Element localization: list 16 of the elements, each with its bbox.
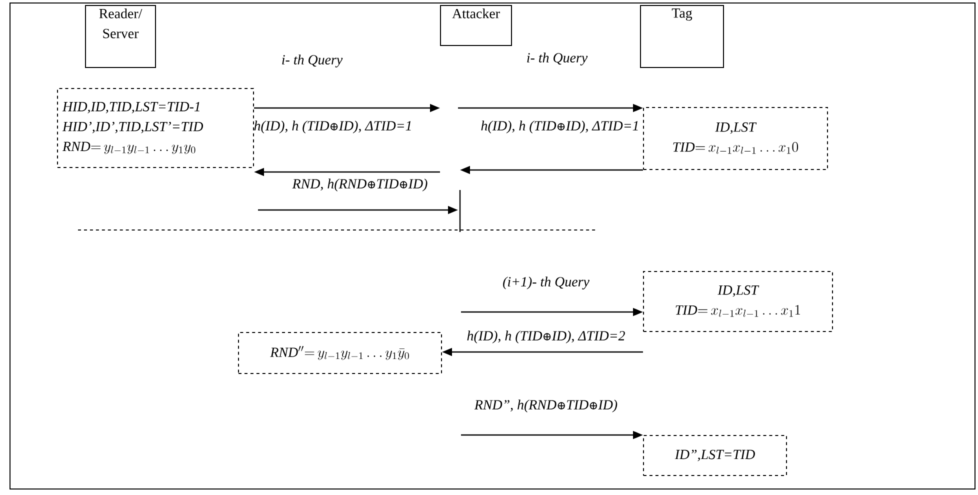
message-label: (i+1)- th Query <box>503 276 590 290</box>
participant-box: Attacker <box>440 5 512 46</box>
edge-label: h(ID), h (TID⊕ID), ΔTID=2 <box>467 330 625 344</box>
edge-label: h(ID), h (TID⊕ID), ΔTID=1 <box>481 120 638 134</box>
edge-label: h(ID), h (TID⊕ID), ΔTID=1 <box>254 120 411 134</box>
participant-box: Reader/ Server <box>85 5 156 68</box>
message-label: i- th Query <box>527 52 588 66</box>
edge-label: RND, h(RND⊕TID⊕ID) <box>292 178 428 192</box>
state-box: ID,LST $\mathit{TID}{=}\, x_{l-1}x_{l-1}\ldots x_1 1$ <box>643 271 833 332</box>
state-box: ID”,LST=TID <box>643 435 787 476</box>
state-box: HID,ID,TID,LST=TID-1 HID’,ID’,TID,LST’=TID $\mathit{RND}{=}\, y_{l-1}y_{l-1}\ldots y_1y_0$ <box>57 88 254 168</box>
edge-label: RND”, h(RND⊕TID⊕ID) <box>474 400 618 412</box>
state-box: $\mathit{RND}''{=}\, y_{l-1}y_{l-1}\ldots y_1\bar{y}_0$ <box>238 332 442 374</box>
state-box: ID,LST $\mathit{TID}{=}\, x_{l-1}x_{l-1}\ldots x_1 0$ <box>643 107 828 170</box>
message-label: i- th Query <box>282 54 343 68</box>
participant-box: Tag <box>640 5 724 68</box>
